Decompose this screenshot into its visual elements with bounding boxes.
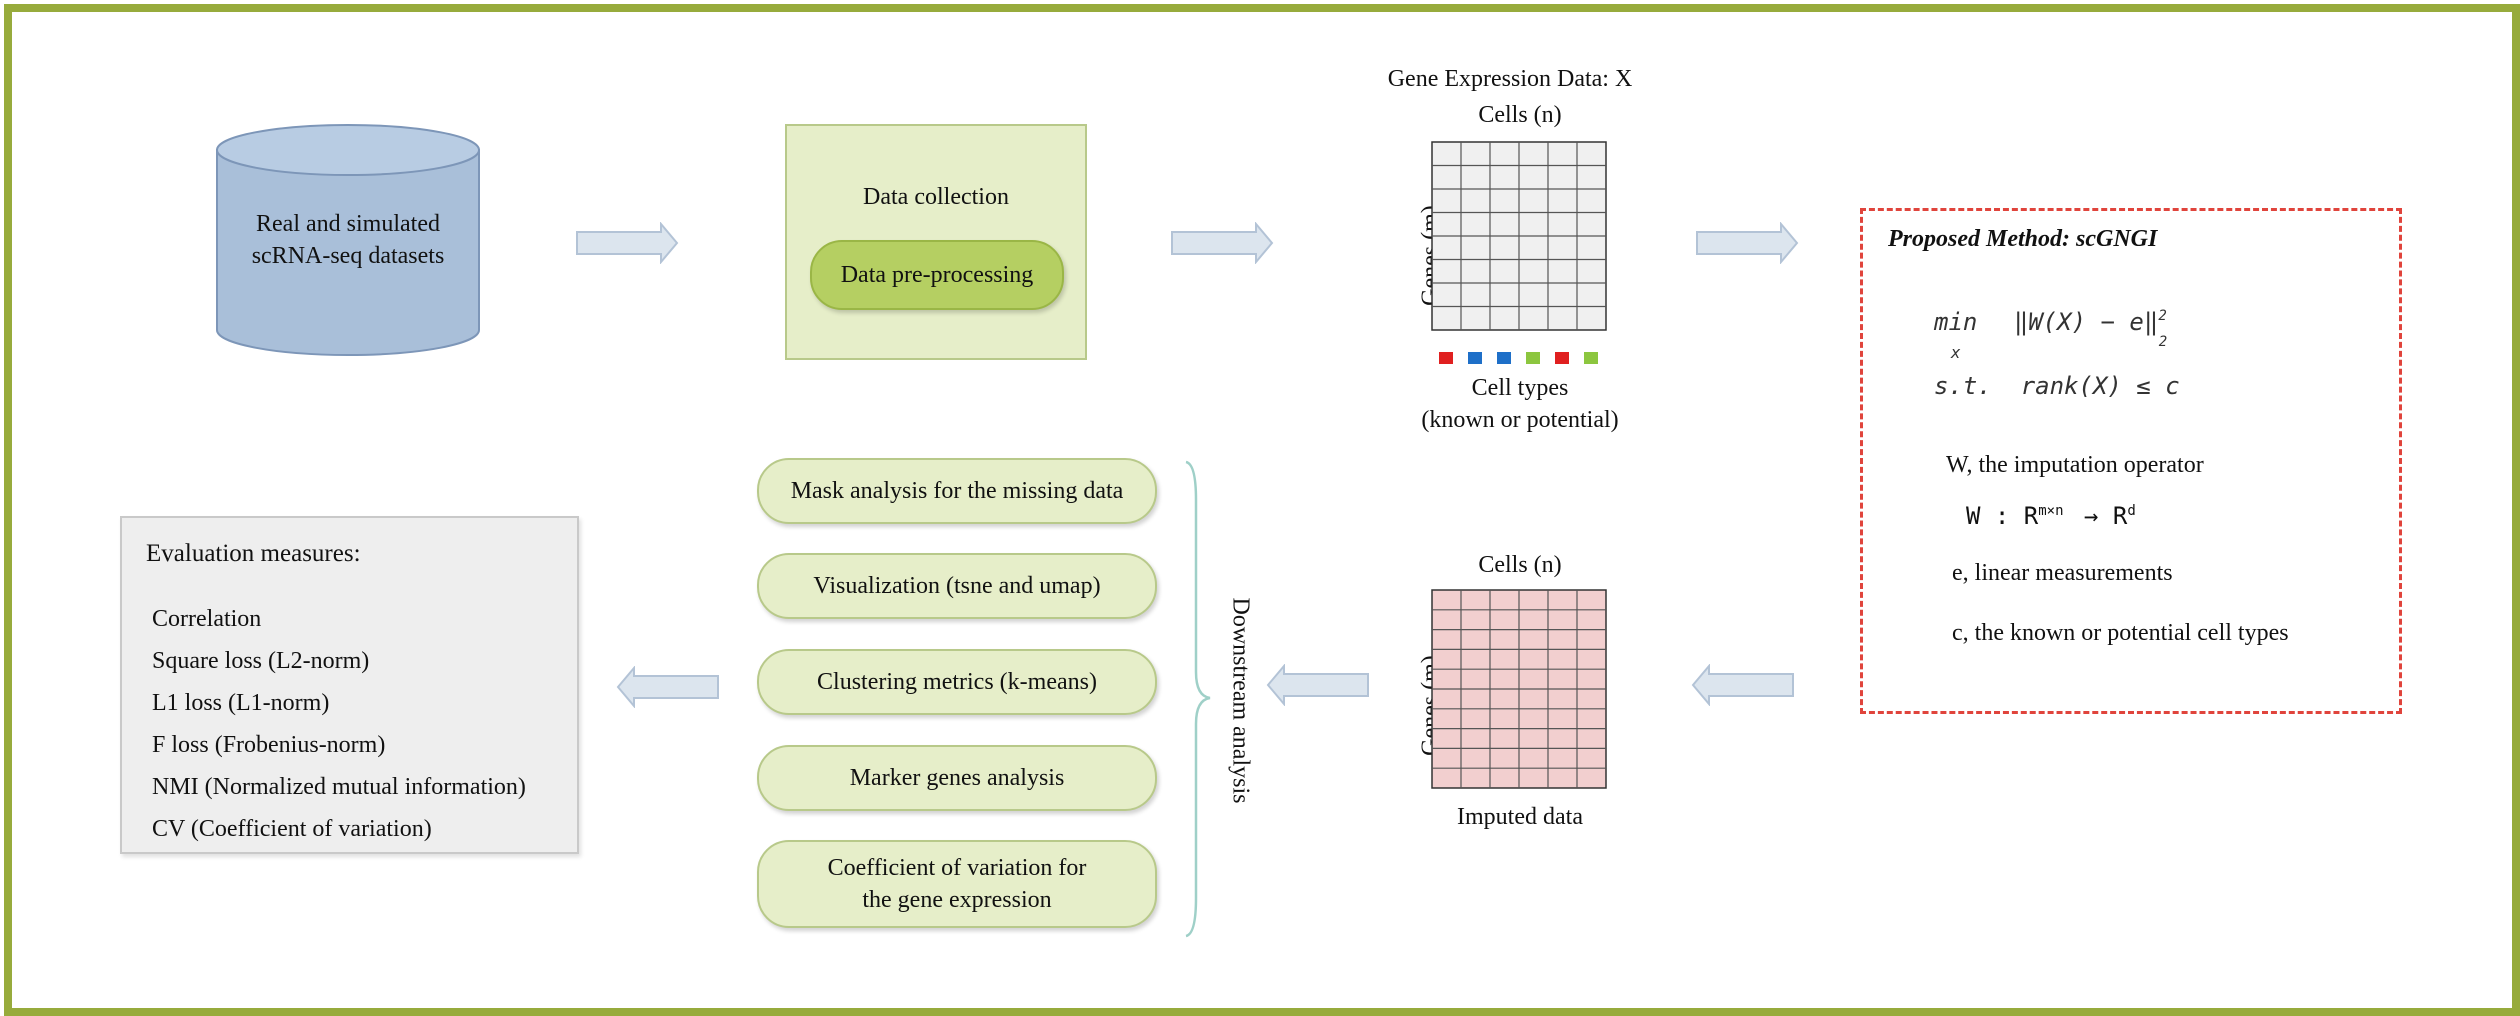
data-preprocessing-button[interactable]: Data pre-processing [810,240,1064,310]
dataset-label-line1: Real and simulated [256,211,440,237]
arrow-right-1 [576,222,679,264]
objective-sup: 2 [2158,308,2167,324]
arrow-left-2 [1266,664,1369,706]
w-map-sup2: d [2127,503,2136,519]
cv-item-line2: the gene expression [862,887,1052,913]
celltype-marker [1468,352,1482,364]
arrow-left-3 [616,666,719,708]
objective-subscript: x [1950,343,1961,362]
objective-sub2: 2 [2158,333,2168,350]
expression-title: Gene Expression Data: X [1387,66,1633,92]
evaluation-measures-box: Evaluation measures: Correlation Square … [120,516,579,854]
w-mapping: W : Rm×n → Rd [1966,502,2136,530]
evaluation-item-nmi: NMI (Normalized mutual information) [152,774,526,800]
dataset-label-line2: scRNA-seq datasets [251,243,445,269]
mask-analysis-item: Mask analysis for the missing data [757,458,1157,524]
celltypes-line1: Cell types [1471,375,1569,401]
w-map-arrow: → R [2084,502,2128,530]
imputed-cells-label: Cells (n) [1478,552,1562,578]
evaluation-item-cv: CV (Coefficient of variation) [152,816,432,842]
arrow-right-2 [1171,222,1274,264]
celltypes-line2: (known or potential) [1421,407,1619,433]
objective-formula: min x ‖W(X) − e‖2 2 [1934,308,2167,364]
clustering-metrics-item: Clustering metrics (k-means) [757,649,1157,715]
proposed-method-box [1860,208,2402,714]
evaluation-item-f-loss: F loss (Frobenius-norm) [152,732,386,758]
w-map-text: W : R [1966,502,2039,530]
celltype-marker [1555,352,1569,364]
arrow-left-1 [1691,664,1794,706]
evaluation-item-square-loss: Square loss (L2-norm) [152,648,370,674]
visualization-item: Visualization (tsne and umap) [757,553,1157,619]
celltype-marker [1439,352,1453,364]
w-description: W, the imputation operator [1946,452,2204,478]
celltype-marker [1497,352,1511,364]
proposed-method-title: Proposed Method: scGNGI [1888,226,2158,252]
downstream-analysis-label: Downstream analysis [1227,597,1254,804]
marker-genes-item: Marker genes analysis [757,745,1157,811]
cv-item-line1: Coefficient of variation for [827,855,1087,881]
e-description: e, linear measurements [1952,560,2173,586]
expression-cells-label: Cells (n) [1478,102,1562,128]
evaluation-title: Evaluation measures: [146,540,361,567]
evaluation-item-l1-loss: L1 loss (L1-norm) [152,690,330,716]
imputed-caption: Imputed data [1457,804,1583,830]
imputed-matrix [1431,589,1607,789]
objective-min: min [1934,308,1978,336]
downstream-brace [1185,460,1211,938]
c-description: c, the known or potential cell types [1952,620,2289,646]
dataset-cylinder [216,124,480,356]
coefficient-of-variation-item: Coefficient of variation for the gene ex… [757,840,1157,928]
celltype-marker [1526,352,1540,364]
objective-norm: ‖W(X) − e‖ [2013,308,2159,336]
evaluation-item-correlation: Correlation [152,606,262,632]
celltype-marker [1584,352,1598,364]
arrow-right-3 [1696,222,1799,264]
w-map-sup1: m×n [2038,503,2064,519]
constraint-formula: s.t. rank(X) ≤ c [1934,372,2180,400]
data-collection-title: Data collection [863,184,1009,210]
dataset-label: Real and simulated scRNA-seq datasets [212,208,484,272]
evaluation-list: Correlation Square loss (L2-norm) L1 los… [152,598,526,850]
expression-matrix [1431,141,1607,364]
celltypes-label: Cell types (known or potential) [1400,372,1640,436]
